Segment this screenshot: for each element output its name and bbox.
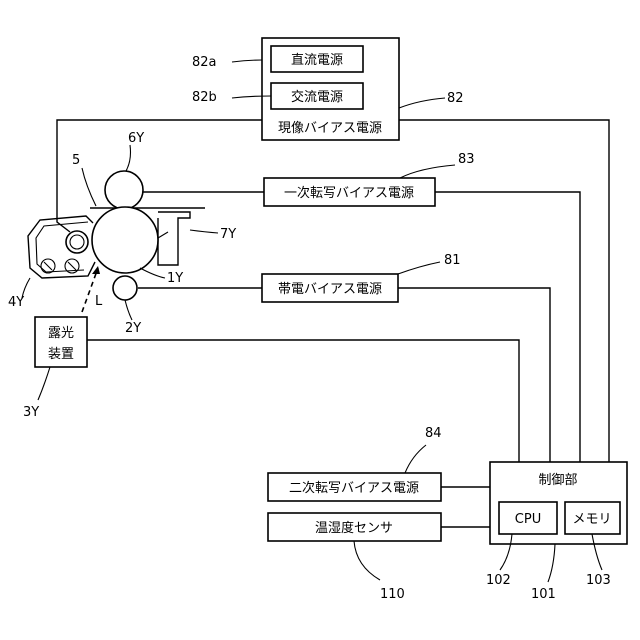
ref-2Y: 2Y [125, 321, 141, 336]
primary-transfer-bias-label: 一次転写バイアス電源 [284, 185, 414, 201]
leader-101 [548, 544, 555, 582]
leader-1Y [140, 268, 165, 278]
ref-4Y: 4Y [8, 295, 24, 310]
leader-82a [232, 60, 262, 62]
leader-81 [398, 262, 440, 274]
ref-81: 81 [444, 253, 461, 268]
ref-110: 110 [380, 587, 405, 602]
ref-6Y: 6Y [128, 131, 144, 146]
line-exposure-to-controller [87, 340, 519, 462]
leader-5 [82, 168, 96, 206]
line-primary-to-controller [435, 192, 580, 462]
leader-84 [405, 445, 426, 473]
leader-3Y [38, 367, 50, 400]
developing-bias-label: 現像バイアス電源 [278, 121, 382, 136]
ref-102: 102 [486, 573, 511, 588]
temp-humidity-sensor-label: 温湿度センサ [315, 520, 393, 536]
developing-roller [66, 231, 88, 253]
ref-103: 103 [586, 573, 611, 588]
leader-7Y [190, 230, 218, 233]
exposure-device-label-line1: 露光 [48, 326, 74, 341]
ac-power-label: 交流電源 [291, 89, 343, 105]
dc-power-label: 直流電源 [291, 53, 343, 68]
auger-blades [44, 262, 76, 270]
ref-1Y: 1Y [167, 271, 183, 286]
controller-label: 制御部 [538, 473, 577, 488]
ref-7Y: 7Y [220, 227, 236, 242]
line-developing-to-roller [57, 120, 262, 232]
ref-3Y: 3Y [23, 405, 39, 420]
ref-83: 83 [458, 152, 475, 167]
leader-83 [400, 165, 455, 178]
ref-84: 84 [425, 426, 442, 441]
leader-6Y [126, 145, 131, 171]
ref-82b: 82b [192, 90, 217, 105]
line-developing-to-controller [399, 120, 609, 462]
ref-101: 101 [531, 587, 556, 602]
cleaning-device [158, 212, 190, 265]
ref-5: 5 [72, 153, 80, 168]
cpu-label: CPU [515, 512, 541, 527]
ref-82: 82 [447, 91, 464, 106]
memory-label: メモリ [572, 512, 611, 527]
cleaning-blade [158, 232, 168, 238]
leader-82 [399, 98, 445, 108]
leader-2Y [125, 300, 132, 320]
secondary-transfer-bias-label: 二次転写バイアス電源 [289, 480, 419, 496]
charging-roller [113, 276, 137, 300]
line-charging-to-controller [398, 288, 550, 462]
ref-82a: 82a [192, 55, 217, 70]
ref-L: L [95, 294, 103, 309]
primary-transfer-roller [105, 171, 143, 209]
photoreceptor-drum [92, 207, 158, 273]
charging-bias-label: 帯電バイアス電源 [278, 282, 382, 297]
exposure-device-label-line2: 装置 [48, 347, 74, 362]
exposure-light-arrowhead [92, 266, 100, 274]
leader-110 [354, 541, 380, 580]
